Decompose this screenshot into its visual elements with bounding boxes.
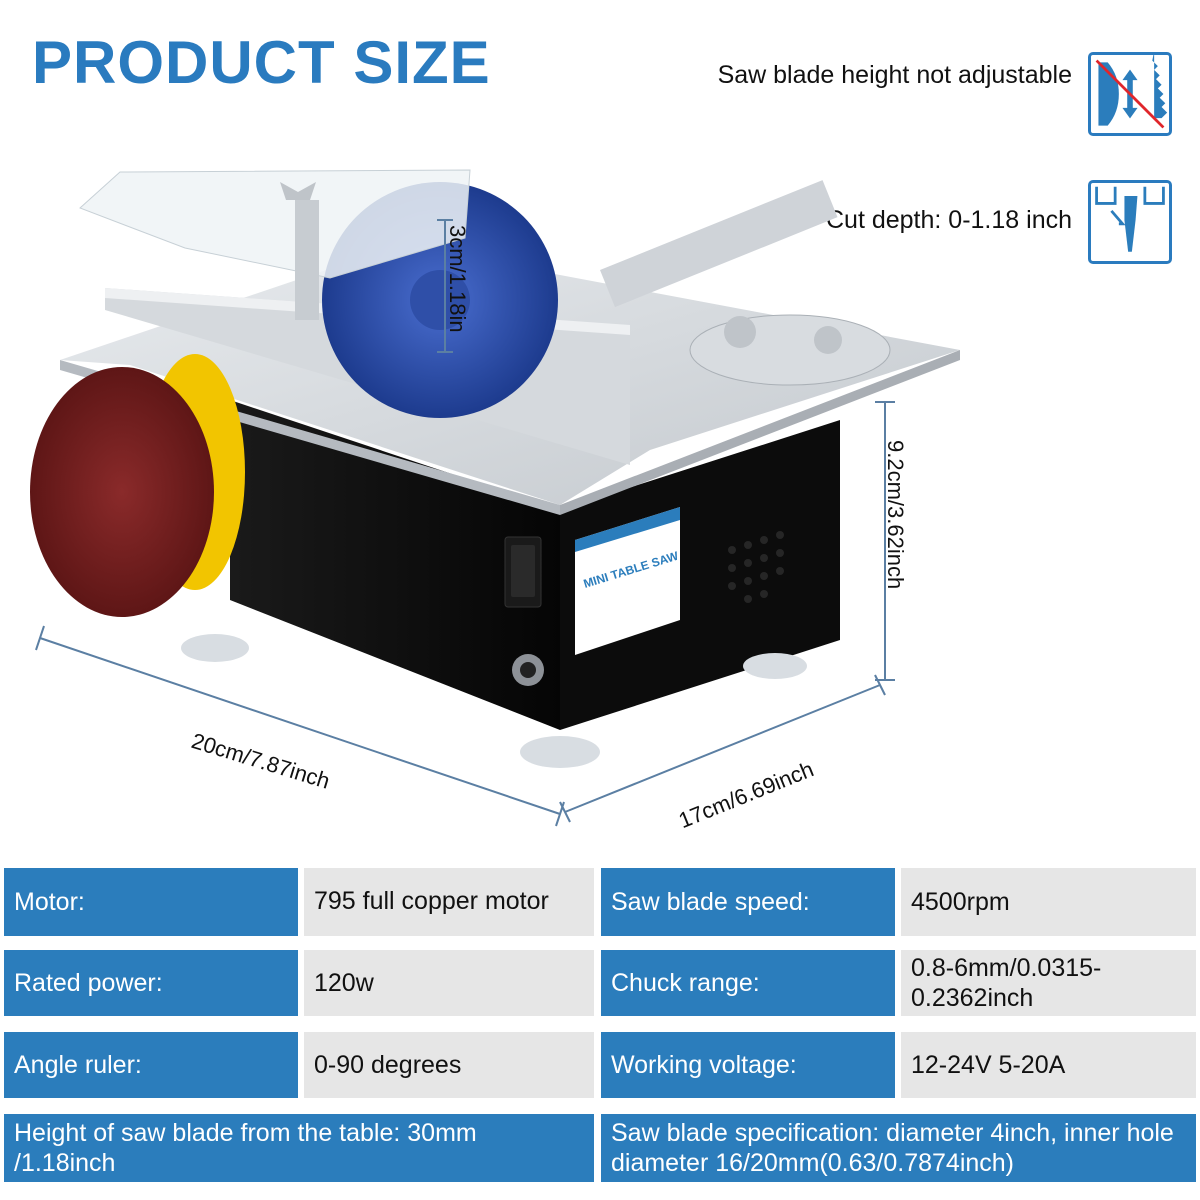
angle-fence [600,180,838,308]
foot-front-right [520,736,600,768]
spec-value-working-voltage: 12-24V 5-20A [901,1032,1196,1098]
guard-post [295,200,319,320]
spec-value-chuck-range: 0.8-6mm/0.0315-0.2362inch [901,950,1196,1016]
foot-back-right [743,653,807,679]
spec-value-blade-speed: 4500rpm [901,868,1196,936]
page-title: PRODUCT SIZE [32,29,491,96]
feature-blade-height-text: Saw blade height not adjustable [717,61,1072,89]
mini-table-saw-drawing: MINI TABLE SAW [30,169,960,827]
spec-value-rated-power: 120w [304,950,594,1016]
spec-label-chuck-range: Chuck range: [601,950,895,1016]
spec-value-motor: 795 full copper motor [304,868,594,936]
spec-value-angle-ruler: 0-90 degrees [304,1032,594,1098]
cut-depth-icon [1088,180,1172,264]
dimension-height: 9.2cm/3.62inch [883,440,908,590]
vent-grid [728,531,784,603]
foot-front-left [181,634,249,662]
spec-label-rated-power: Rated power: [4,950,298,1016]
angle-gauge [689,314,891,386]
feature-cut-depth-text: Cut depth: 0-1.18 inch [826,206,1072,234]
acrylic-guard [79,169,471,279]
wing-nut-icon [280,182,316,200]
spec-blade-height-from-table: Height of saw blade from the table: 30mm… [4,1114,594,1182]
spec-label-angle-ruler: Angle ruler: [4,1032,298,1098]
spec-label-blade-speed: Saw blade speed: [601,868,895,936]
spec-label-motor: Motor: [4,868,298,936]
blade-height-crossed-icon [1088,52,1172,136]
spec-table: Motor: 795 full copper motor Saw blade s… [0,864,1200,1200]
spec-label-working-voltage: Working voltage: [601,1032,895,1098]
product-illustration: MINI TABLE SAW [0,120,1200,840]
body-side-face [560,420,840,730]
dimension-blade-height: 3cm/1.18in [445,225,470,333]
spec-saw-blade-specification: Saw blade specification: diameter 4inch,… [601,1114,1196,1182]
dimension-lines [35,219,895,827]
sanding-disc [30,367,214,617]
gauge-knob [724,316,756,348]
